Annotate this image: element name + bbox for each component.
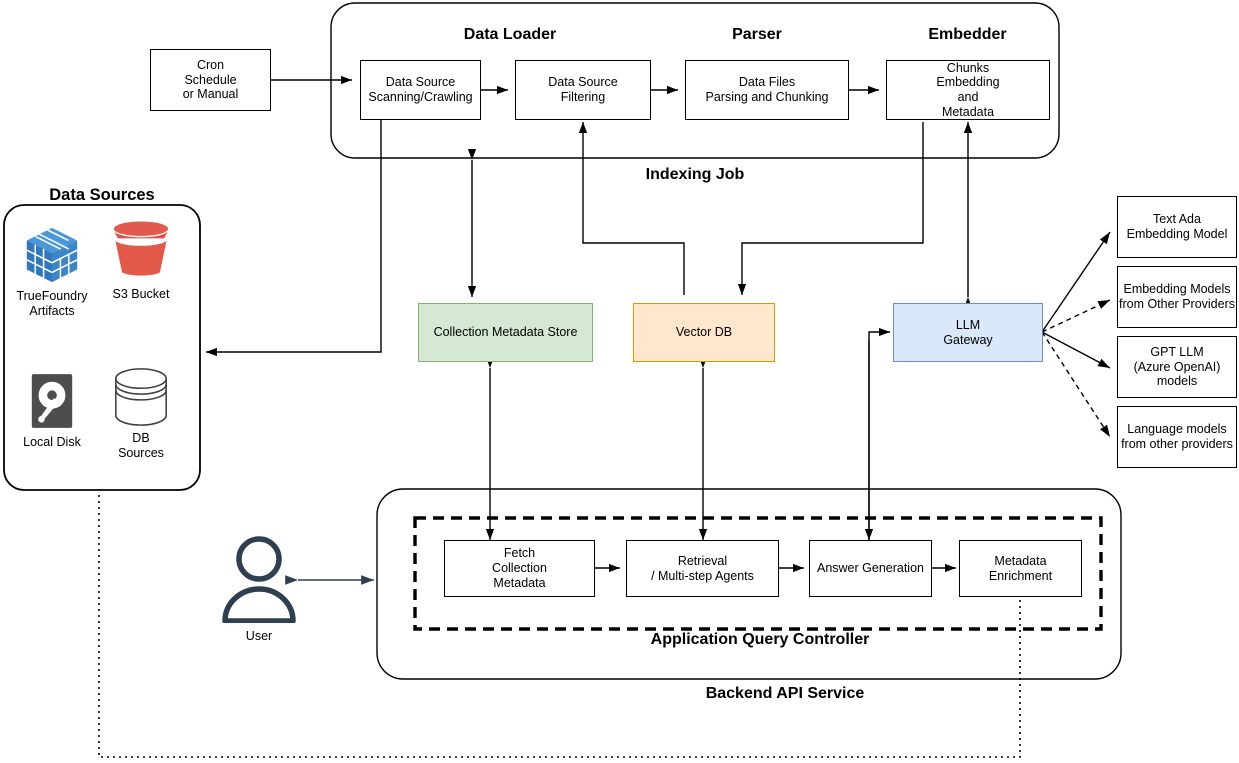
backend-api-service-label: Backend API Service <box>650 685 920 703</box>
data-files-parsing-label: Data Files Parsing and Chunking <box>705 75 829 104</box>
edge-scanning-to-data-sources <box>206 120 382 357</box>
data-source-db[interactable]: DB Sources <box>100 366 182 461</box>
llm-gateway-label: LLM Gateway <box>943 317 993 347</box>
data-source-db-label: DB Sources <box>118 431 164 460</box>
retrieval-agents-label: Retrieval / Multi-step Agents <box>651 553 754 583</box>
cron-schedule-label: Cron Schedule or Manual <box>182 57 239 102</box>
model-embedding-other-label: Embedding Models from Other Providers <box>1118 282 1235 311</box>
edge-metadata-enrichment-to-data-sources-dotted <box>98 491 1021 758</box>
metadata-enrichment-box[interactable]: Metadata Enrichment <box>959 540 1082 597</box>
vector-db-box[interactable]: Vector DB <box>633 303 775 362</box>
backend-api-container <box>376 488 1122 680</box>
application-query-controller-label: Application Query Controller <box>610 631 910 649</box>
edge-answer-generation-to-gateway <box>868 327 890 540</box>
model-text-ada-label: Text Ada Embedding Model <box>1126 212 1228 241</box>
data-source-truefoundry[interactable]: TrueFoundry Artifacts <box>12 224 92 319</box>
model-language-other-label: Language models from other providers <box>1121 422 1233 451</box>
answer-generation-box[interactable]: Answer Generation <box>809 540 932 597</box>
answer-generation-label: Answer Generation <box>816 561 924 576</box>
fetch-collection-metadata-label: Fetch Collection Metadata <box>492 546 547 590</box>
user-label: User <box>245 629 273 643</box>
data-files-parsing-box[interactable]: Data Files Parsing and Chunking <box>685 60 849 120</box>
edge-embedding-to-vectordb <box>737 122 924 295</box>
model-gpt-llm-box[interactable]: GPT LLM (Azure OpenAI) models <box>1117 336 1237 398</box>
stage-title-parser: Parser <box>667 26 847 44</box>
data-source-filtering-box[interactable]: Data Source Filtering <box>515 60 651 120</box>
data-source-s3-label: S3 Bucket <box>112 287 170 301</box>
stage-title-embedder: Embedder <box>880 26 1055 44</box>
llm-gateway-box[interactable]: LLM Gateway <box>893 303 1043 362</box>
user-actor[interactable]: User <box>214 533 304 644</box>
data-source-scanning-label: Data Source Scanning/Crawling <box>368 75 473 104</box>
hard-disk-icon <box>27 372 77 430</box>
edge-gateway-to-text-ada <box>1041 231 1111 333</box>
indexing-job-label: Indexing Job <box>560 166 830 184</box>
model-language-other-box[interactable]: Language models from other providers <box>1117 406 1237 468</box>
edge-gateway-to-language-other <box>1041 331 1111 438</box>
cron-schedule-box[interactable]: Cron Schedule or Manual <box>150 49 271 111</box>
data-sources-title: Data Sources <box>4 186 200 205</box>
collection-metadata-store-label: Collection Metadata Store <box>433 325 578 340</box>
indexing-job-label-text: Indexing Job <box>645 166 745 183</box>
edge-gateway-to-embedding-other <box>1041 299 1111 333</box>
edge-vectordb-to-filtering <box>578 121 685 295</box>
edge-gateway-to-gpt-llm <box>1041 331 1111 369</box>
fetch-collection-metadata-box[interactable]: Fetch Collection Metadata <box>444 540 595 597</box>
data-source-local-disk-label: Local Disk <box>23 435 81 449</box>
data-source-s3-bucket[interactable]: S3 Bucket <box>100 220 182 302</box>
backend-api-service-label-text: Backend API Service <box>705 685 865 702</box>
cube-icon <box>21 224 83 286</box>
bucket-icon <box>108 220 174 282</box>
collection-metadata-store-box[interactable]: Collection Metadata Store <box>418 303 593 362</box>
data-sources-container <box>3 204 201 491</box>
data-source-local-disk[interactable]: Local Disk <box>12 372 92 450</box>
application-query-controller-label-text: Application Query Controller <box>650 631 870 648</box>
user-icon <box>219 533 299 623</box>
database-icon <box>110 366 172 428</box>
parser-title: Parser <box>732 26 782 43</box>
chunks-embedding-box[interactable]: Chunks Embedding and Metadata <box>886 60 1050 120</box>
data-source-truefoundry-label: TrueFoundry Artifacts <box>16 289 88 318</box>
embedder-title: Embedder <box>928 26 1007 43</box>
vector-db-label: Vector DB <box>675 325 733 340</box>
retrieval-agents-box[interactable]: Retrieval / Multi-step Agents <box>626 540 779 597</box>
metadata-enrichment-label: Metadata Enrichment <box>988 553 1053 583</box>
data-loader-title: Data Loader <box>463 26 557 43</box>
model-embedding-other-box[interactable]: Embedding Models from Other Providers <box>1117 266 1237 328</box>
stage-title-data-loader: Data Loader <box>400 26 620 44</box>
chunks-embedding-label: Chunks Embedding and Metadata <box>936 60 1000 119</box>
data-sources-title-text: Data Sources <box>49 186 155 204</box>
application-query-controller-boundary <box>413 516 1103 631</box>
data-source-scanning-box[interactable]: Data Source Scanning/Crawling <box>360 60 481 120</box>
model-gpt-llm-label: GPT LLM (Azure OpenAI) models <box>1133 344 1221 389</box>
data-source-filtering-label: Data Source Filtering <box>548 75 618 104</box>
model-text-ada-box[interactable]: Text Ada Embedding Model <box>1117 196 1237 258</box>
